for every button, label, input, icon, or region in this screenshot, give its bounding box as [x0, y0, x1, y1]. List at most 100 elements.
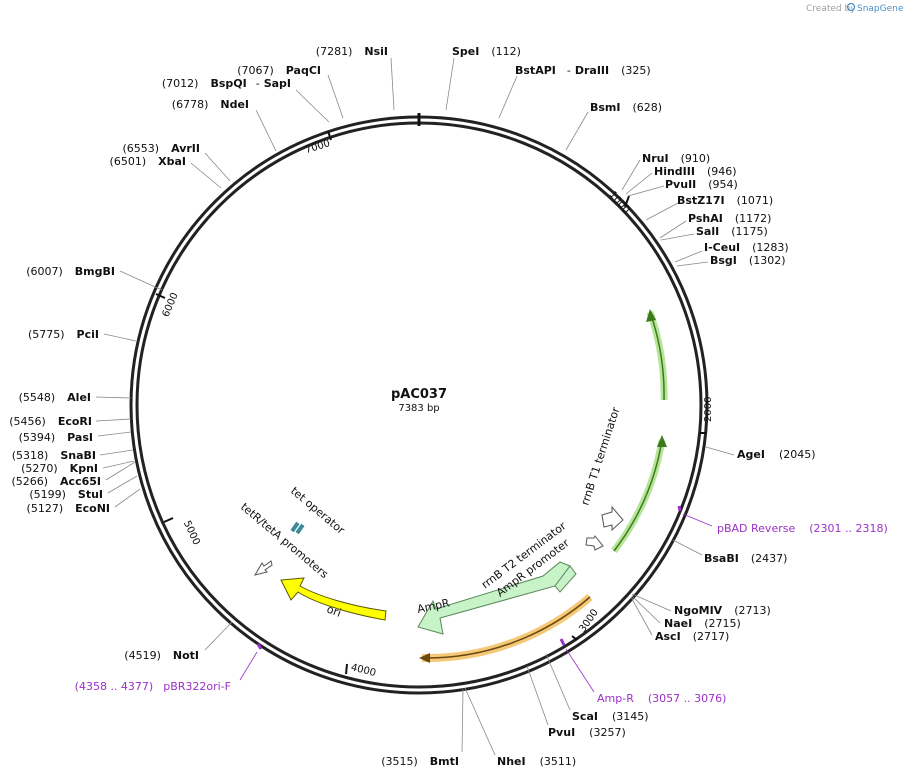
credit-brand: SnapGene — [857, 4, 904, 14]
leader-line — [545, 653, 571, 711]
enzyme-avrii[interactable]: (6553)AvrII — [123, 142, 200, 155]
plasmid-length: 7383 bp — [398, 403, 439, 414]
plasmid-name: pAC037 — [391, 387, 447, 402]
leader-line — [631, 593, 672, 612]
enzyme-i-ceui[interactable]: I-CeuI(1283) — [704, 241, 789, 254]
enzyme-ngomiv[interactable]: NgoMIV(2713) — [674, 604, 771, 617]
enzymes-left: (7281)NsiI (7067)PaqCI (7012)BspQI-SapI … — [9, 45, 464, 768]
primer-pbr322ori-f[interactable]: (4358 .. 4377)pBR322ori-F — [75, 680, 231, 693]
tick-label-2000: 2000 — [703, 397, 714, 422]
enzyme-sali[interactable]: SalI(1175) — [696, 225, 768, 238]
feature-ori[interactable] — [280, 577, 387, 621]
leader-line — [565, 111, 589, 151]
enzyme-asci[interactable]: AscI(2717) — [655, 630, 729, 643]
leader-line — [95, 418, 132, 422]
arrow-up-icon — [657, 435, 667, 447]
features: rrnB T1 terminator rrnB T2 terminator Am… — [238, 309, 668, 663]
arrow-left-icon — [419, 653, 430, 663]
credit-prefix: Created by — [806, 4, 856, 14]
leader-line — [659, 220, 687, 239]
leader-line — [498, 75, 518, 119]
tick-label-7000: 7000 — [304, 138, 332, 156]
enzyme-nrui[interactable]: NruI(910) — [642, 152, 710, 165]
feature-rrnb-t2-arrow[interactable] — [585, 535, 604, 551]
enzyme-noti[interactable]: (4519)NotI — [124, 649, 199, 662]
leader-line — [674, 250, 703, 263]
enzyme-nsii[interactable]: (7281)NsiI — [316, 45, 388, 58]
label-rrnb-t1-terminator: rrnB T1 terminator — [578, 405, 622, 507]
feature-arc-mid-green[interactable] — [611, 439, 666, 554]
tet-operator-bar — [290, 521, 300, 533]
enzyme-bstz17i[interactable]: BstZ17I(1071) — [677, 194, 773, 207]
enzyme-acc65i[interactable]: (5266)Acc65I — [11, 475, 101, 488]
tick-7000 — [327, 130, 332, 141]
leader-line — [255, 109, 277, 152]
enzyme-pasi[interactable]: (5394)PasI — [19, 431, 93, 444]
leader-line — [621, 159, 641, 191]
leader-line — [630, 596, 653, 636]
leader-line — [204, 152, 231, 182]
enzyme-bmti[interactable]: (3515)BmtI — [381, 755, 459, 768]
leader-line — [565, 648, 595, 693]
primer-pbad-reverse[interactable]: pBAD Reverse(2301 .. 2318) — [717, 522, 888, 535]
feature-tetr-teta-promoters[interactable] — [253, 560, 273, 576]
enzyme-pvuii[interactable]: PvuII(954) — [665, 178, 738, 191]
enzyme-scai[interactable]: ScaI(3145) — [572, 710, 649, 723]
enzyme-bsmi[interactable]: BsmI(628) — [590, 101, 662, 114]
enzyme-bsgi[interactable]: BsgI(1302) — [710, 254, 785, 267]
enzyme-ecori[interactable]: (5456)EcoRI — [9, 415, 92, 428]
enzyme-snabi[interactable]: (5318)SnaBI — [12, 449, 96, 462]
tick-4000 — [345, 663, 348, 675]
primer-amp-r[interactable]: Amp-R(3057 .. 3076) — [597, 692, 726, 705]
leader-line — [97, 431, 132, 437]
primer-site-pbr322ori-f — [256, 643, 263, 650]
leader-line — [327, 74, 344, 119]
enzyme-agei[interactable]: AgeI(2045) — [737, 448, 816, 461]
feature-arc-mid-green-line — [613, 439, 663, 552]
enzyme-xbai[interactable]: (6501)XbaI — [110, 155, 186, 168]
enzyme-bmgbi[interactable]: (6007)BmgBI — [26, 265, 115, 278]
tick-6000 — [155, 293, 166, 299]
leader-line — [99, 449, 134, 456]
tick-label-6000: 6000 — [161, 291, 181, 319]
enzyme-bsabi[interactable]: BsaBI(2437) — [704, 552, 787, 565]
enzyme-kpni[interactable]: (5270)KpnI — [21, 462, 98, 475]
enzyme-hindiii[interactable]: HindIII(946) — [654, 165, 737, 178]
enzyme-bspqi-sapi[interactable]: (7012)BspQI-SapI — [162, 77, 291, 90]
enzyme-pvui[interactable]: PvuI(3257) — [548, 726, 626, 739]
tick-1000 — [624, 195, 630, 208]
leader-line — [239, 651, 258, 681]
enzyme-econi[interactable]: (5127)EcoNI — [27, 502, 110, 515]
leader-line — [107, 475, 138, 494]
label-tet-operator: tet operator — [288, 484, 347, 537]
feature-arc-upper-green[interactable] — [646, 310, 668, 401]
leader-line — [390, 57, 395, 111]
enzyme-pshai[interactable]: PshAI(1172) — [688, 212, 771, 225]
label-ori: ori — [325, 603, 343, 620]
enzyme-stui[interactable]: (5199)StuI — [29, 488, 103, 501]
enzyme-naei[interactable]: NaeI(2715) — [664, 617, 741, 630]
feature-tet-operator[interactable] — [290, 521, 305, 535]
leader-line — [631, 595, 661, 624]
leader-line — [526, 665, 549, 726]
leader-line — [660, 233, 695, 241]
leader-line — [682, 513, 713, 527]
tick-label-1000: 1000 — [607, 190, 632, 217]
feature-rrnb-t1-arrow[interactable] — [601, 505, 624, 532]
enzyme-bstapi-draiii[interactable]: BstAPI-DraIII(325) — [515, 64, 651, 77]
credit[interactable]: Created by SnapGene — [806, 2, 904, 15]
leader-line — [627, 185, 665, 197]
enzyme-paqci[interactable]: (7067)PaqCI — [237, 64, 321, 77]
primer-site-pbad-reverse — [677, 505, 682, 512]
enzyme-ndei[interactable]: (6778)NdeI — [172, 98, 249, 111]
tet-operator-bar — [295, 523, 305, 535]
enzymes-right: SpeI(112) BstAPI-DraIII(325) BsmI(628) N… — [445, 45, 816, 768]
enzyme-nhei[interactable]: NheI(3511) — [497, 755, 576, 768]
tick-label-5000: 5000 — [181, 519, 202, 547]
feature-ampr-promoter[interactable] — [554, 565, 577, 593]
enzyme-alei[interactable]: (5548)AleI — [19, 391, 91, 404]
primers: pBAD Reverse(2301 .. 2318) Amp-R(3057 ..… — [75, 505, 888, 705]
enzyme-spei[interactable]: SpeI(112) — [452, 45, 521, 58]
enzyme-pcii[interactable]: (5775)PciI — [28, 328, 99, 341]
